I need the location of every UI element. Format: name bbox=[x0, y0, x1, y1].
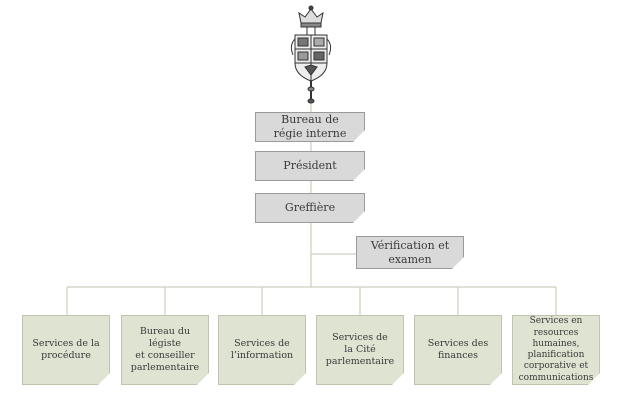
house-of-commons-coat-of-arms-icon bbox=[290, 5, 332, 104]
verification-et-examen-box: Vérification et examen bbox=[356, 236, 464, 269]
verification-et-examen-label: Vérification et examen bbox=[370, 238, 450, 266]
service-box-ressources-humaines: Services en resources humaines, planific… bbox=[512, 315, 600, 385]
bureau-de-regie-interne-label: Bureau de régie interne bbox=[273, 113, 347, 140]
bureau-de-regie-interne-box: Bureau de régie interne bbox=[255, 112, 365, 142]
service-box-information: Services de l’information bbox=[218, 315, 306, 385]
greffiere-label: Greffière bbox=[284, 201, 336, 215]
service-label-information: Services de l’information bbox=[230, 338, 294, 361]
service-box-legiste: Bureau du légiste et conseiller parlemen… bbox=[121, 315, 209, 385]
service-label-finances: Services des finances bbox=[427, 338, 489, 361]
service-box-cite-parlementaire: Services de la Cité parlementaire bbox=[316, 315, 404, 385]
service-box-finances: Services des finances bbox=[414, 315, 502, 385]
president-box: Président bbox=[255, 151, 365, 181]
president-label: Président bbox=[283, 159, 337, 173]
service-label-legiste: Bureau du légiste et conseiller parlemen… bbox=[130, 326, 200, 373]
greffiere-box: Greffière bbox=[255, 193, 365, 223]
service-label-procedure: Services de la procédure bbox=[32, 338, 100, 361]
service-label-cite-parlementaire: Services de la Cité parlementaire bbox=[325, 332, 395, 367]
service-box-procedure: Services de la procédure bbox=[22, 315, 110, 385]
service-label-ressources-humaines: Services en resources humaines, planific… bbox=[518, 316, 594, 383]
